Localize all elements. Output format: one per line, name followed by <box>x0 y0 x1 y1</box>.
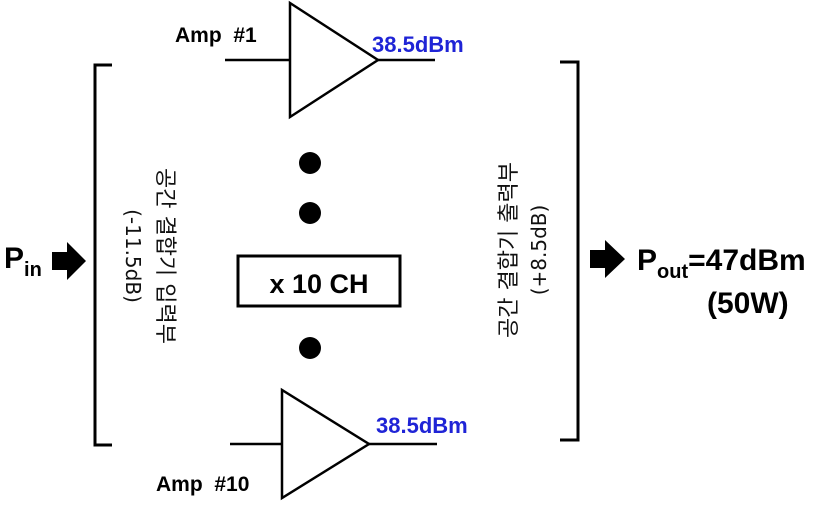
combiner-label: 공간 결합기 출력부 <box>497 162 522 338</box>
ellipsis-dot-1 <box>299 152 321 174</box>
output-watts-label: (50W) <box>707 287 789 320</box>
input-splitter-bracket <box>93 63 112 447</box>
amp10-output-power: 38.5dBm <box>376 413 468 438</box>
amp10-triangle <box>280 387 372 501</box>
output-power-label: Pout=47dBm <box>637 244 806 283</box>
combiner-gain: (+8.5dB) <box>527 205 551 296</box>
splitter-gain: (-11.5dB) <box>121 209 145 303</box>
ellipsis-dot-2 <box>299 202 321 224</box>
amp1-triangle <box>288 0 381 120</box>
channel-count-box <box>236 254 402 308</box>
output-combiner-bracket <box>560 60 580 442</box>
input-arrow-icon <box>52 242 86 280</box>
channel-count-label: x 10 CH <box>269 269 368 299</box>
amp1-label: Amp #1 <box>175 24 257 47</box>
amp10-label: Amp #10 <box>156 473 249 496</box>
ellipsis-dot-3 <box>299 337 321 359</box>
splitter-label: 공간 결합기 입력부 <box>152 168 177 344</box>
input-power-label: Pin <box>4 242 42 281</box>
output-arrow-icon <box>590 240 625 278</box>
amp1-output-power: 38.5dBm <box>372 32 464 57</box>
